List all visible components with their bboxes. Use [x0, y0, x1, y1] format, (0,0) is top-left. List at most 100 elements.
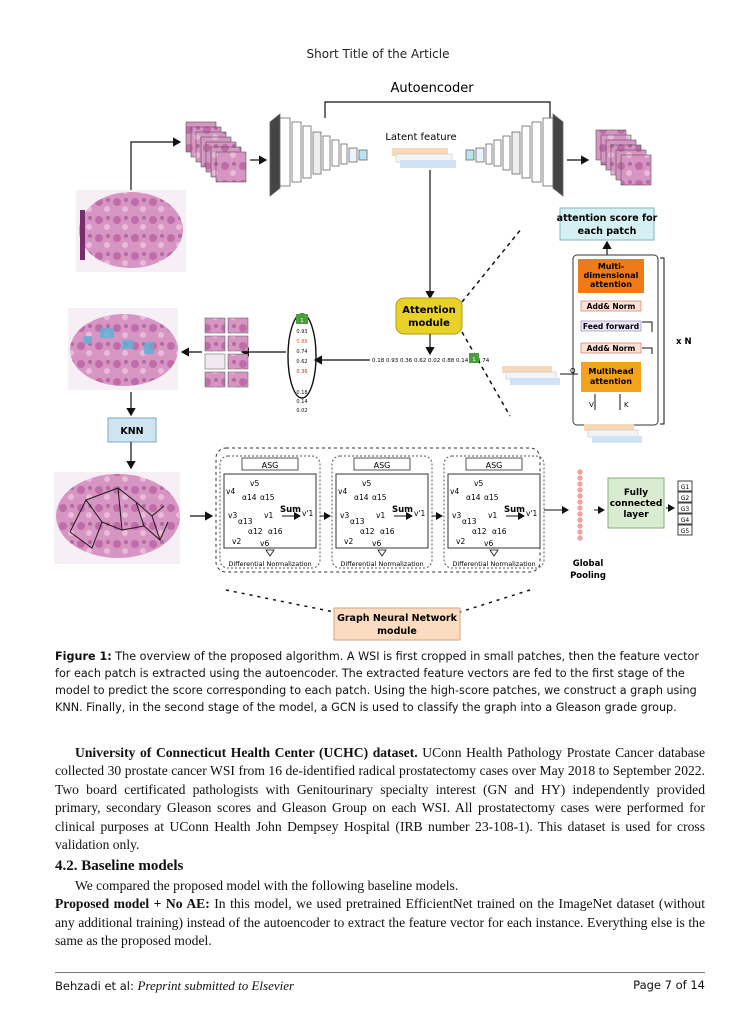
- asg-node-label: v6: [484, 539, 493, 548]
- grade-label: G5: [681, 528, 690, 535]
- fully-connected-layer: Fully connected layer: [607, 477, 665, 529]
- asg-node-label: v'1: [526, 509, 538, 518]
- grade-label: G3: [681, 506, 690, 513]
- transformer-block: Multi- dimensional attention Add& Norm F…: [570, 254, 659, 426]
- footer-rule: [55, 972, 705, 973]
- multihead-label-2: attention: [590, 377, 632, 386]
- gnn-label-1: Graph Neural Network: [337, 613, 458, 624]
- latent-feature-label: Latent feature: [385, 132, 456, 143]
- figure-caption: Figure 1: The overview of the proposed a…: [55, 648, 705, 716]
- asg-node-label: v3: [228, 511, 237, 520]
- asg-node-label: α14: [242, 493, 257, 502]
- asg-node-label: v3: [340, 511, 349, 520]
- pooling-node: [577, 469, 583, 475]
- baseline-paragraph: We compared the proposed model with the …: [55, 877, 705, 951]
- pooling-node: [577, 529, 583, 535]
- pooling-node: [577, 517, 583, 523]
- asg-node-label: v5: [474, 479, 483, 488]
- add-norm-bottom-label: Add& Norm: [587, 344, 636, 353]
- pooling-node: [577, 499, 583, 505]
- pooling-node: [577, 505, 583, 511]
- wsi-graph-image: [54, 472, 180, 564]
- dashed-zoom-top: [461, 227, 523, 303]
- multihead-label-1: Multihead: [588, 367, 633, 376]
- asg-node-label: α15: [372, 493, 387, 502]
- footer-journal: Preprint submitted to Elsevier: [137, 978, 295, 993]
- diff-norm-label: Differential Normalization: [452, 560, 535, 568]
- asg-node-label: v6: [372, 539, 381, 548]
- dashed-gnn-left: [225, 589, 335, 613]
- selected-patch-grid: [204, 317, 249, 388]
- asg-node-label: v5: [362, 479, 371, 488]
- fc-label-2: connected: [610, 499, 663, 509]
- score-column-value: 0.88: [296, 339, 307, 345]
- pooling-node: [577, 493, 583, 499]
- pooling-node: [577, 523, 583, 529]
- attention-module-label-1: Attention: [402, 305, 455, 316]
- gnn-module-box: Graph Neural Network module: [333, 607, 461, 641]
- score-row-last: 1: [472, 357, 476, 363]
- asg-node-label: v'1: [414, 509, 426, 518]
- grade-label: G4: [681, 517, 690, 524]
- global-pooling-label-2: Pooling: [570, 571, 606, 581]
- asg-node-label: α12: [248, 527, 263, 536]
- score-column-value: 0.14: [296, 399, 307, 405]
- attention-module: Attention module: [395, 297, 463, 335]
- asg-node-label: v4: [226, 487, 235, 496]
- baseline-model-text: In this model, we used pretrained Effici…: [55, 896, 705, 949]
- asg-node-label: v4: [450, 487, 459, 496]
- uchc-dataset-paragraph: University of Connecticut Health Center …: [55, 744, 705, 854]
- asg-node-label: α12: [472, 527, 487, 536]
- baseline-intro: We compared the proposed model with the …: [75, 878, 459, 893]
- multi-dim-label-1: Multi-: [598, 262, 624, 271]
- patch-stack-input: [185, 121, 247, 183]
- asg-node-label: v4: [338, 487, 347, 496]
- v-label: V: [589, 401, 594, 409]
- footer-page: Page 7 of 14: [633, 978, 705, 992]
- feature-stack-q: [502, 366, 560, 385]
- add-norm-top-label: Add& Norm: [587, 302, 636, 311]
- pooling-node: [577, 481, 583, 487]
- gnn-dashed-outline: [215, 447, 541, 573]
- caption-text: The overview of the proposed algorithm. …: [55, 650, 699, 714]
- gnn-label-2: module: [377, 626, 417, 637]
- feature-stack-vk: [584, 424, 642, 443]
- feed-forward-label: Feed forward: [583, 322, 639, 331]
- latent-feature: Latent feature: [385, 132, 457, 168]
- global-pooling-label-1: Global: [573, 559, 604, 569]
- knn-label: KNN: [120, 426, 143, 437]
- arrow-wsi-to-patches: [130, 137, 182, 190]
- encoder: [269, 113, 368, 197]
- score-column: 10.930.880.740.620.360.180.140.02: [287, 313, 317, 414]
- knn-box: KNN: [107, 417, 157, 443]
- uchc-dataset-heading: University of Connecticut Health Center …: [75, 745, 418, 760]
- asg-label: ASG: [486, 461, 503, 470]
- multi-dim-label-3: attention: [590, 280, 632, 289]
- attention-module-label-2: module: [408, 318, 450, 329]
- pooling-node: [577, 511, 583, 517]
- asg-node-label: v6: [260, 539, 269, 548]
- asg-node-label: Sum: [280, 505, 301, 515]
- q-label: Q: [570, 367, 576, 375]
- grade-label: G1: [681, 484, 690, 491]
- asg-node-label: α13: [350, 517, 365, 526]
- asg-node-label: α16: [268, 527, 283, 536]
- dashed-zoom-bottom: [461, 331, 511, 417]
- asg-label: ASG: [374, 461, 391, 470]
- asg-node-label: α15: [260, 493, 275, 502]
- score-column-value: 1: [300, 318, 303, 324]
- decoder: [465, 113, 564, 197]
- footer-authors: Behzadi et al:: [55, 979, 134, 993]
- autoencoder-label: Autoencoder: [390, 81, 474, 96]
- dashed-gnn-right: [459, 589, 531, 613]
- multi-dim-label-2: dimensional: [584, 271, 639, 280]
- asg-node-label: v3: [452, 511, 461, 520]
- asg-node-label: α12: [360, 527, 375, 536]
- uchc-dataset-text: UConn Health Pathology Prostate Cancer d…: [55, 745, 705, 853]
- asg-node-label: Sum: [392, 505, 413, 515]
- asg-node-label: v1: [488, 511, 497, 520]
